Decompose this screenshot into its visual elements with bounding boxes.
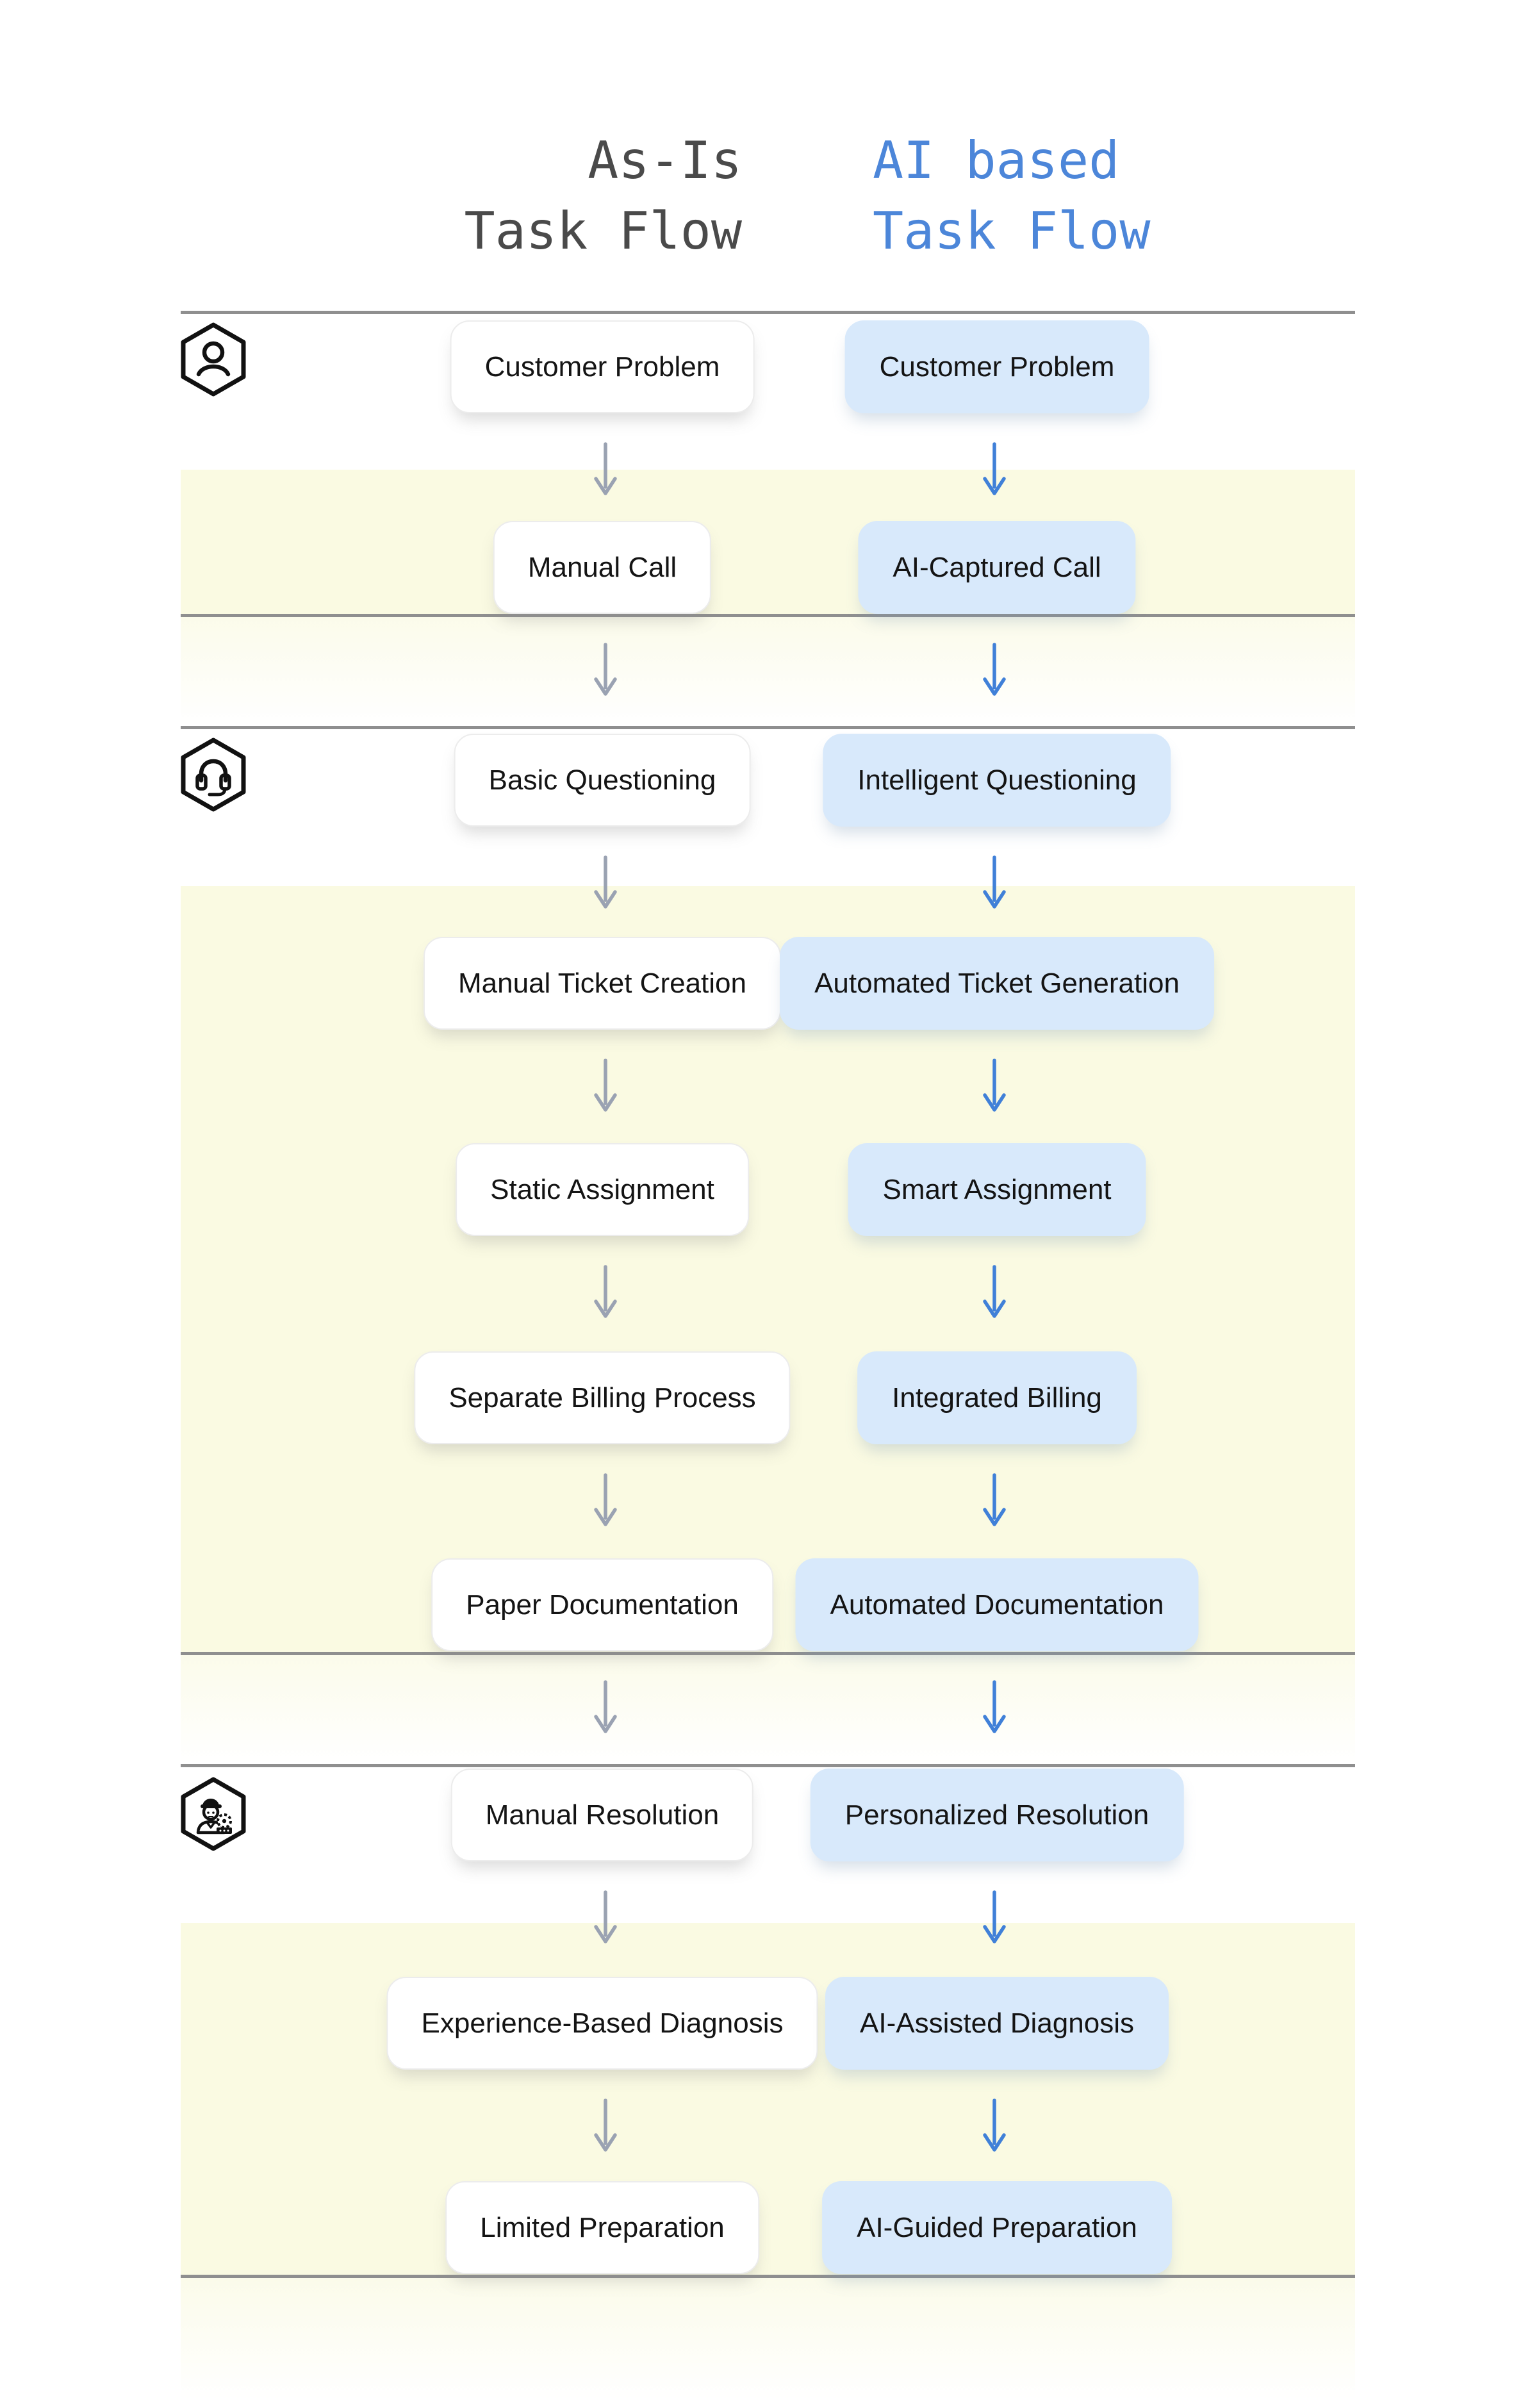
phase-divider <box>181 1764 1355 1767</box>
down-arrow-icon <box>980 1059 1008 1117</box>
as-is-step-box: Manual Call <box>493 521 712 614</box>
down-arrow-icon <box>980 1890 1008 1949</box>
ai-step-box: AI-Captured Call <box>858 521 1136 614</box>
phase-band-fade-2 <box>181 1652 1355 1764</box>
as-is-title-line1: As-Is <box>588 131 742 190</box>
as-is-step-box: Manual Ticket Creation <box>424 937 781 1030</box>
ai-step-box: Intelligent Questioning <box>823 734 1171 827</box>
customer-phase-badge <box>180 322 247 397</box>
down-arrow-icon <box>980 1680 1008 1738</box>
as-is-step-box: Static Assignment <box>456 1143 749 1236</box>
down-arrow-icon <box>591 442 620 500</box>
down-arrow-icon <box>591 855 620 914</box>
phase-divider <box>181 726 1355 729</box>
ai-step-box: Automated Documentation <box>795 1558 1199 1651</box>
down-arrow-icon <box>591 1890 620 1949</box>
as-is-step-box: Separate Billing Process <box>414 1351 791 1444</box>
down-arrow-icon <box>980 1265 1008 1323</box>
phase-divider <box>181 2275 1355 2278</box>
down-arrow-icon <box>591 1265 620 1323</box>
ai-title-line1: AI based <box>873 131 1120 190</box>
as-is-step-box: Limited Preparation <box>445 2181 759 2274</box>
headset-icon <box>181 738 246 812</box>
ai-step-box: Automated Ticket Generation <box>780 937 1214 1030</box>
ai-step-box: Personalized Resolution <box>810 1769 1184 1861</box>
agent-phase-badge <box>180 737 247 812</box>
ai-title-line2: Task Flow <box>873 201 1151 261</box>
phase-divider <box>181 614 1355 617</box>
ai-step-box: Integrated Billing <box>857 1351 1137 1444</box>
down-arrow-icon <box>591 643 620 701</box>
as-is-step-box: Paper Documentation <box>431 1558 773 1651</box>
down-arrow-icon <box>980 855 1008 914</box>
down-arrow-icon <box>591 1059 620 1117</box>
phase-divider <box>181 311 1355 314</box>
as-is-title-line2: Task Flow <box>464 201 742 261</box>
phase-band-fade-1 <box>181 614 1355 726</box>
technician-icon <box>181 1777 246 1851</box>
down-arrow-icon <box>591 1680 620 1738</box>
technician-phase-badge <box>180 1776 247 1852</box>
as-is-step-box: Experience-Based Diagnosis <box>386 1977 818 2070</box>
phase-band-fade-3 <box>181 2278 1355 2400</box>
as-is-step-box: Customer Problem <box>450 320 755 413</box>
ai-step-box: AI-Guided Preparation <box>822 2181 1172 2274</box>
ai-step-box: AI-Assisted Diagnosis <box>825 1977 1169 2070</box>
phase-band-3 <box>181 1923 1355 2275</box>
ai-step-box: Smart Assignment <box>848 1143 1146 1236</box>
as-is-step-box: Basic Questioning <box>454 734 751 827</box>
down-arrow-icon <box>591 1473 620 1531</box>
down-arrow-icon <box>980 1473 1008 1531</box>
phase-divider <box>181 1652 1355 1655</box>
as-is-step-box: Manual Resolution <box>450 1769 754 1861</box>
down-arrow-icon <box>980 442 1008 500</box>
down-arrow-icon <box>980 643 1008 701</box>
ai-step-box: Customer Problem <box>844 320 1149 413</box>
person-icon <box>181 322 246 397</box>
phase-band-1 <box>181 470 1355 614</box>
down-arrow-icon <box>980 2099 1008 2157</box>
down-arrow-icon <box>591 2099 620 2157</box>
